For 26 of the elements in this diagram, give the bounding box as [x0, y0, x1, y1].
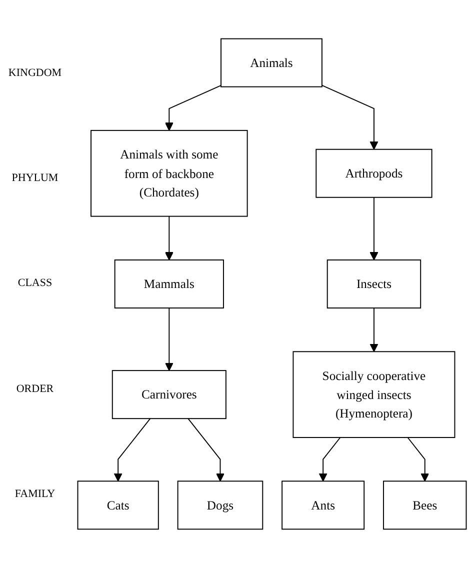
- node-box: Dogs: [177, 480, 264, 530]
- node-box: Arthropods: [316, 148, 432, 198]
- node-box: Mammals: [114, 259, 224, 308]
- arrow: [370, 307, 378, 352]
- node-box: Animals: [220, 38, 322, 87]
- node-box: Socially cooperative winged insects (Hymenoptera): [292, 350, 456, 438]
- arrow: [321, 84, 378, 150]
- arrow: [188, 418, 224, 482]
- level-label: KINGDOM: [7, 66, 63, 79]
- arrow: [164, 215, 174, 260]
- arrow: [164, 84, 222, 130]
- node-box: Insects: [326, 259, 422, 308]
- node-box: Bees: [383, 480, 467, 530]
- arrow: [114, 418, 151, 482]
- level-label: FAMILY: [14, 488, 56, 500]
- arrow: [407, 436, 430, 482]
- arrow: [318, 436, 341, 482]
- node-box: Carnivores: [112, 370, 226, 419]
- level-label: PHYLUM: [10, 172, 60, 184]
- node-box: Ants: [282, 480, 365, 530]
- arrow: [164, 307, 174, 370]
- level-label: CLASS: [16, 277, 54, 290]
- arrow: [370, 196, 378, 260]
- node-box: Animals with some form of backbone (Chordates): [90, 129, 248, 216]
- level-label: ORDER: [15, 382, 55, 395]
- node-box: Cats: [77, 480, 159, 530]
